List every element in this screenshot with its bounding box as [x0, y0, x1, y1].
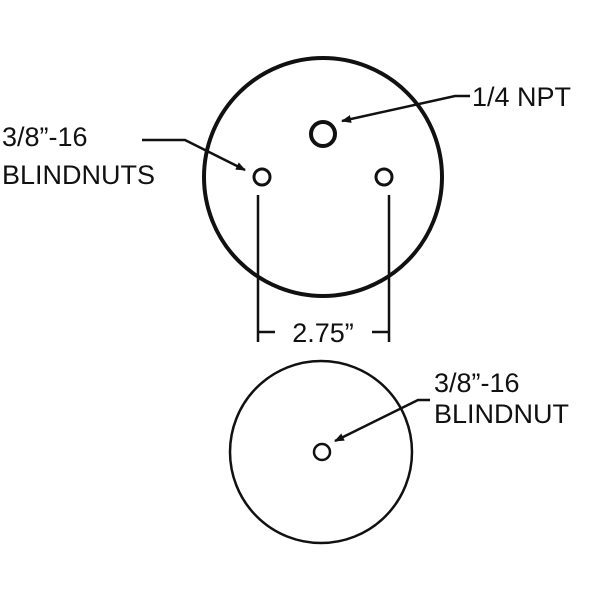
blindnut-hole-center — [312, 442, 332, 462]
blindnuts-label-line1: 3/8”-16 — [2, 122, 88, 152]
npt-leader-arrow — [341, 94, 470, 123]
blindnut-label-line1: 3/8”-16 — [434, 368, 520, 398]
top-plate-outline — [202, 56, 444, 298]
npt-port-hole — [309, 120, 337, 148]
top-plate — [142, 56, 470, 342]
blindnut-leader-arrow — [334, 398, 430, 443]
blindnut-hole-left — [252, 167, 272, 187]
blindnuts-leader-arrow — [142, 138, 246, 172]
blindnuts-label-line2: BLINDNUTS — [2, 160, 155, 190]
bottom-plate — [228, 359, 430, 545]
spacing-dimension-label: 2.75” — [292, 318, 354, 348]
bottom-plate-outline — [228, 359, 414, 545]
npt-port-label: 1/4 NPT — [472, 82, 571, 112]
blindnut-hole-right — [374, 167, 394, 187]
blindnut-label-line2: BLINDNUT — [434, 399, 569, 429]
